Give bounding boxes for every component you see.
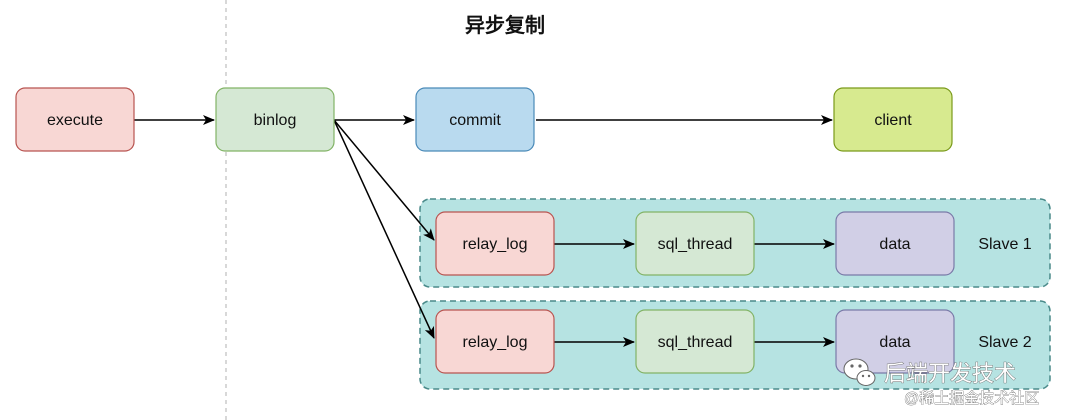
node-commit-label: commit [449,112,501,129]
edge-binlog-relay2 [333,119,435,339]
slave-2-sql-thread: sql_thread [635,309,755,374]
slave-1-label: Slave 1 [978,236,1031,253]
node-execute: execute [15,87,135,152]
slave-1-sql-thread: sql_thread [635,211,755,276]
node-execute-label: execute [47,112,103,129]
slave-1-relay-log-label: relay_log [463,236,528,253]
diagram-title: 异步复制 [465,13,545,37]
node-client: client [833,87,953,152]
slave-1-data-label: data [879,236,910,253]
slave-2-relay-log-label: relay_log [463,334,528,351]
watermark-title: 后端开发技术 [884,361,1016,386]
slave-1-sql-thread-label: sql_thread [658,236,733,253]
edges [134,115,835,347]
watermark: 后端开发技术 @稀土掘金技术社区 [843,358,1040,407]
slave-1-relay-log: relay_log [435,211,555,276]
node-binlog: binlog [215,87,335,152]
slave-2-label: Slave 2 [978,334,1031,351]
slave-2-data: data [835,309,955,374]
node-client-label: client [874,112,912,129]
node-commit: commit [415,87,535,152]
node-binlog-label: binlog [254,112,297,129]
watermark-subtitle: @稀土掘金技术社区 [904,390,1039,407]
slave-1-data: data [835,211,955,276]
slave-2-sql-thread-label: sql_thread [658,334,733,351]
slave-2-data-label: data [879,334,910,351]
slave-2-relay-log: relay_log [435,309,555,374]
edge-binlog-relay1 [333,119,435,241]
wechat-icon [843,358,876,386]
